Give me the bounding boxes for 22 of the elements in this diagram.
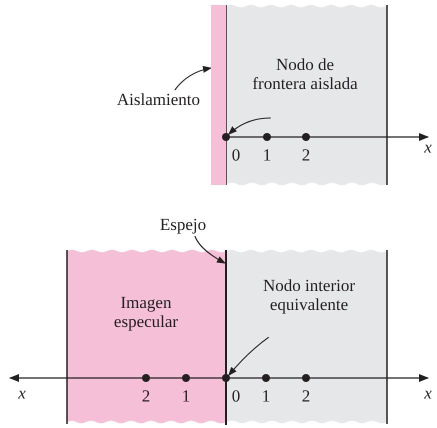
interior-node-label: Nodo interior equivalente <box>248 276 370 314</box>
node-number: 2 <box>302 386 310 406</box>
axis-label: x <box>18 384 26 402</box>
boundary-node-label: Nodo de frontera aislada <box>248 55 362 93</box>
leader-line <box>228 117 271 135</box>
node-number: 1 <box>262 386 270 406</box>
leader-line <box>228 336 270 376</box>
axis-label: x <box>424 384 432 402</box>
mirror-label: Espejo <box>156 215 210 234</box>
mirror-line <box>225 250 227 425</box>
insulation-label: Aislamiento <box>95 90 200 109</box>
node-number: 2 <box>142 386 150 406</box>
insulation-strip <box>211 5 226 185</box>
node-number: 0 <box>232 146 240 164</box>
axis-label: x <box>424 138 432 156</box>
leader-line <box>194 236 226 264</box>
mirror-image-label: Imagen especular <box>112 293 180 331</box>
leader-line <box>174 66 212 90</box>
node-number: 1 <box>182 386 190 406</box>
node-number: 2 <box>302 146 310 164</box>
node-number: 1 <box>262 146 272 164</box>
node-number: 0 <box>232 386 240 406</box>
